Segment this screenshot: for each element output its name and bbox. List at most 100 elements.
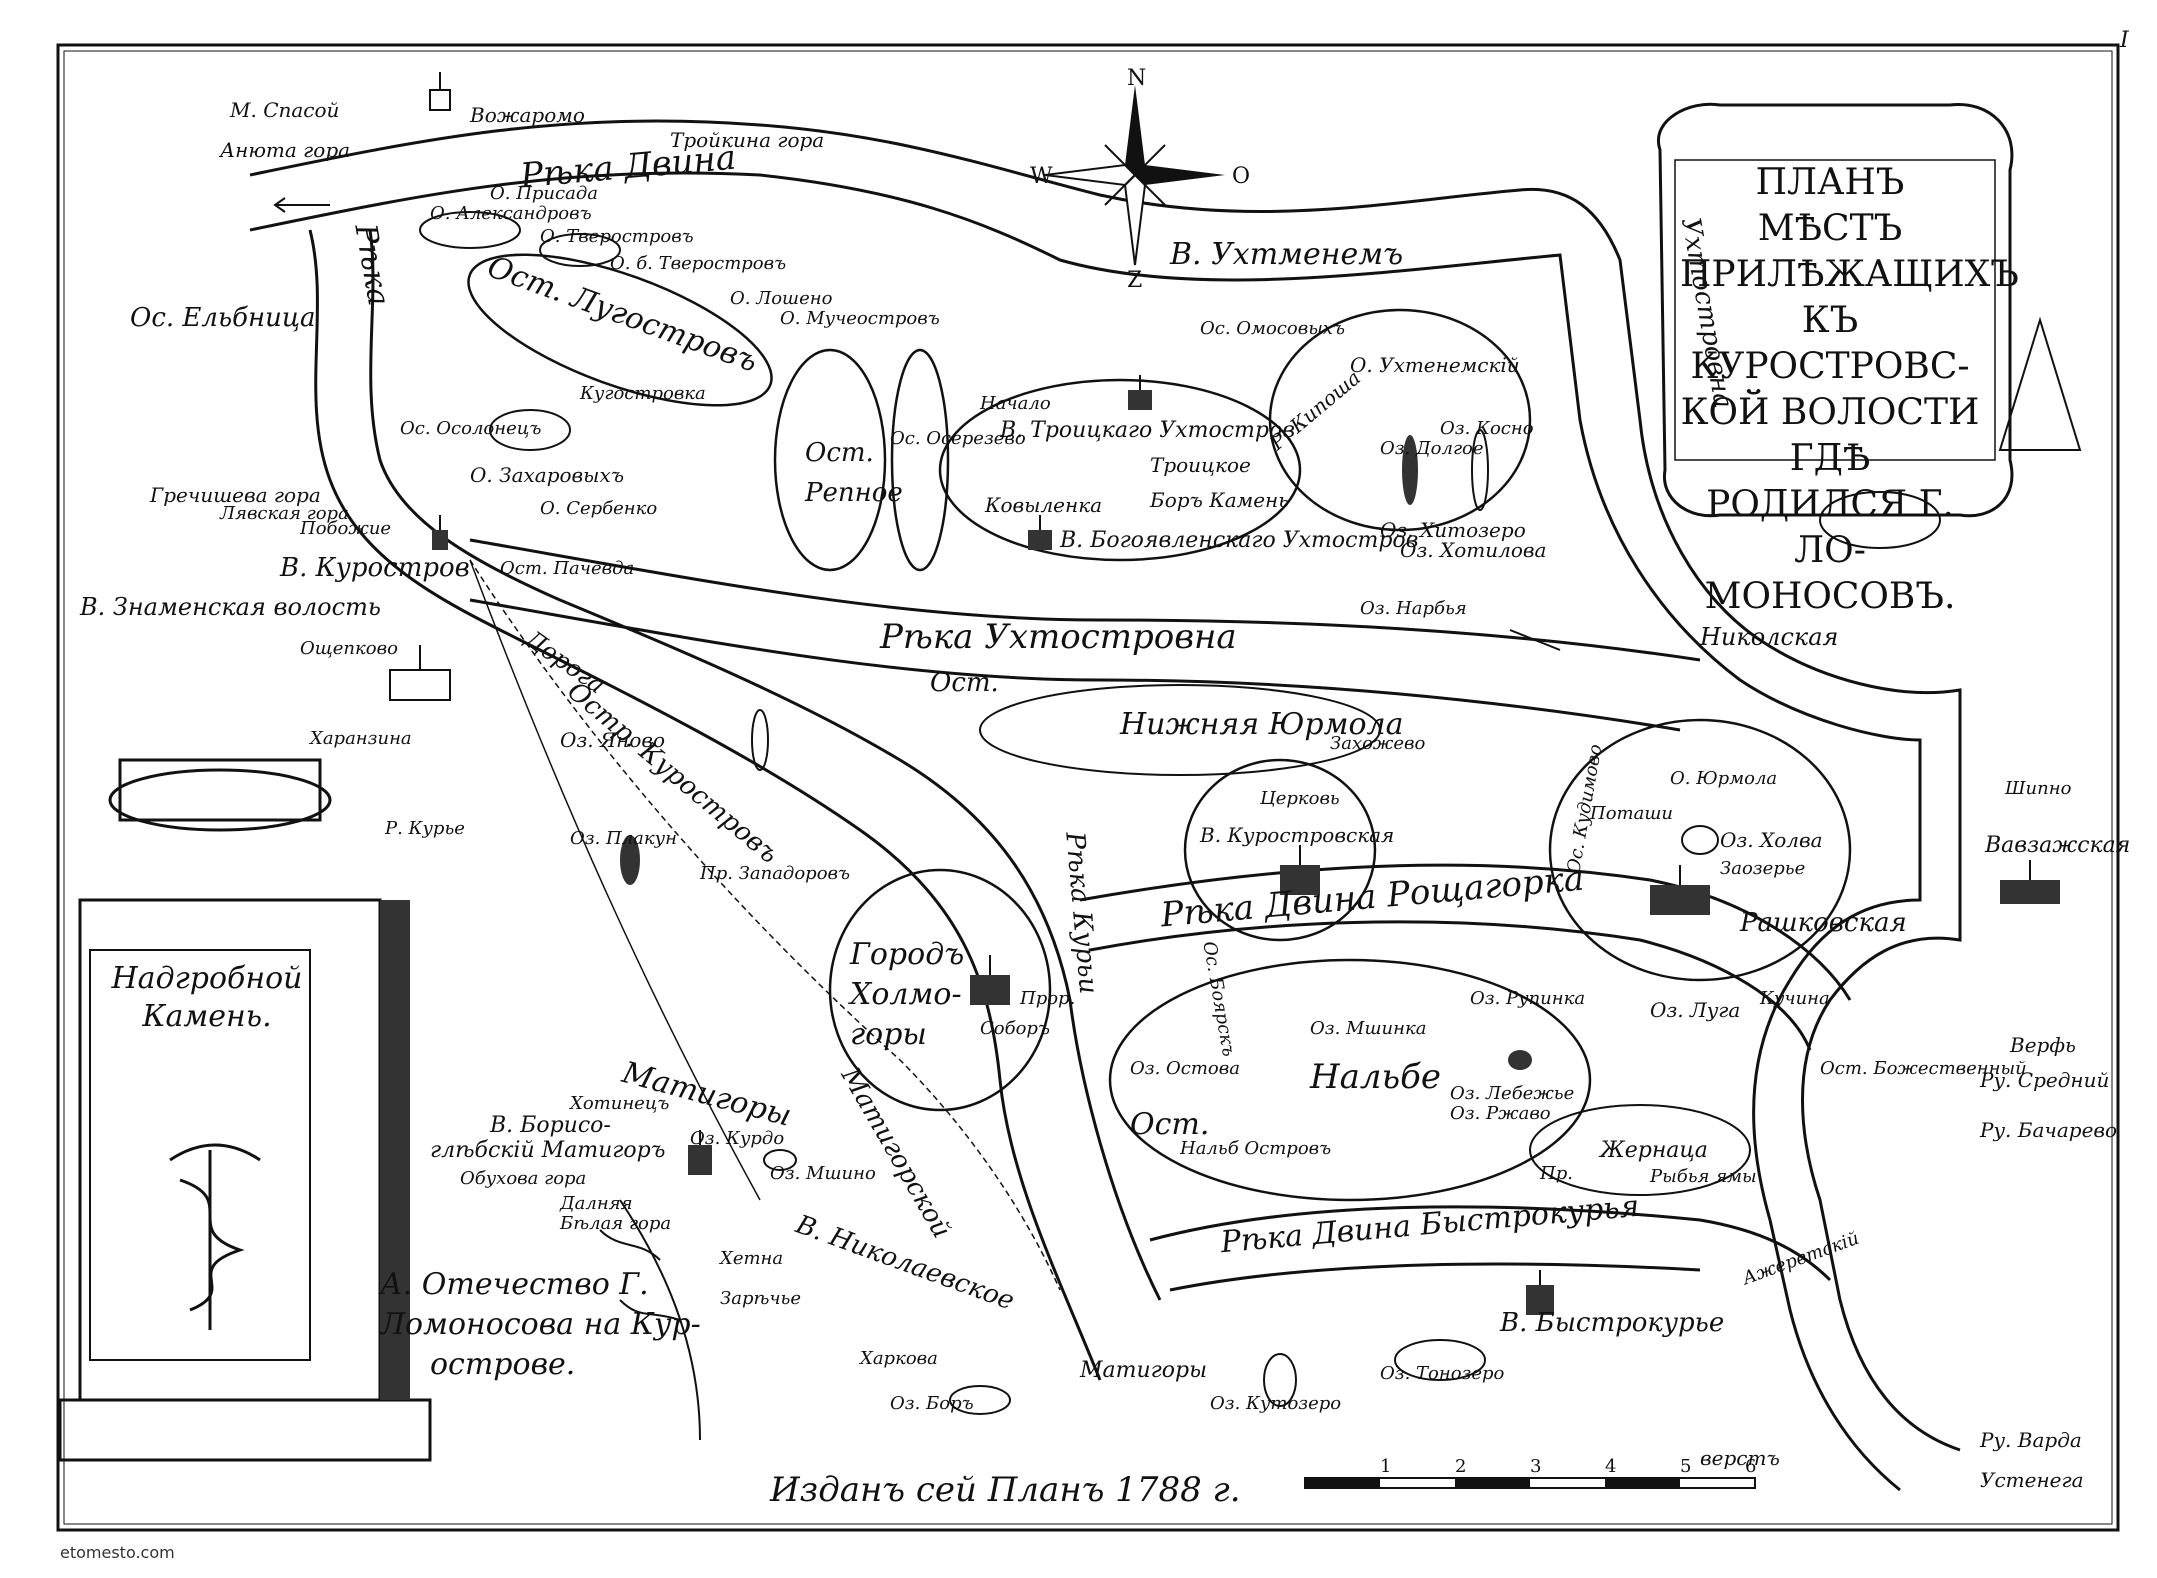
place-label: В. Знаменская волость <box>80 593 381 621</box>
place-label: Оз. Лебежье <box>1450 1083 1575 1104</box>
channel-ukhtostrov <box>469 538 1701 662</box>
place-label: Оз. Нарбья <box>1360 598 1467 619</box>
place-label: Оз. Тонозеро <box>1380 1363 1505 1384</box>
map-title: ПЛАНЪ МѢСТЪ ПРИЛѢЖАЩИХЪ КЪ КУРОСТРОВС- К… <box>1680 160 2019 620</box>
place-label: Оз. Хотилова <box>1400 538 1547 562</box>
place-label: глѣбскій Матигоръ <box>430 1138 666 1163</box>
legend-note-line-3: острове. <box>430 1347 576 1382</box>
church-borisogleb-icon <box>688 1130 712 1175</box>
ox-icon <box>1819 491 1941 549</box>
title-line-5: РОДИЛСЯ Г. ЛО- <box>1706 484 1954 571</box>
title-cartouche <box>1656 102 2014 518</box>
island-kurostrov <box>1183 758 1377 942</box>
place-label: Ру. Бачарево <box>1980 1118 2118 1142</box>
island-troitskiy <box>938 378 1302 562</box>
map-border <box>56 43 2120 1532</box>
place-label: О. б. Тверостровъ <box>610 253 787 274</box>
church-rashkovo-icon <box>1650 865 1710 915</box>
church-bogoyavl-icon <box>1028 515 1052 550</box>
place-label: Ос. Ельбница <box>130 303 316 333</box>
place-label: Тройкина гора <box>670 128 825 152</box>
church-spasoy-icon <box>429 72 451 111</box>
page-number: I <box>2120 28 2129 53</box>
place-label: Ос. Осолонецъ <box>400 418 542 439</box>
place-label: Ковыленка <box>985 493 1103 517</box>
compass-south-label: Z <box>1127 268 1143 293</box>
place-label: Верфь <box>2010 1033 2076 1057</box>
place-label: Ост. <box>930 668 999 698</box>
place-label: В. Троицкаго Ухтостров <box>1000 418 1296 443</box>
lake-rzhavo <box>1508 1050 1532 1070</box>
place-label: Оз. Долгое <box>1380 438 1484 459</box>
place-label: О. Александровъ <box>430 203 592 224</box>
compass-north-label: N <box>1127 66 1147 91</box>
scale-tick-6: 6 <box>1745 1456 1757 1477</box>
place-label: Матигоры <box>1080 1358 1208 1383</box>
flow-arrow-upper <box>273 197 330 213</box>
place-label: Соборъ <box>980 1018 1050 1039</box>
island-repnoe <box>773 348 887 572</box>
place-label: Лявская гора <box>220 503 349 524</box>
island-lugostrov <box>467 253 773 407</box>
church-oshchepkovo-icon <box>389 645 451 701</box>
place-label: Ост. <box>1130 1107 1210 1142</box>
place-label: В. Борисо- <box>490 1113 611 1138</box>
place-label: В. Куростровская <box>1200 823 1395 847</box>
island-tverostrov <box>539 233 621 267</box>
place-label: Нижняя Юрмола <box>1120 707 1404 742</box>
channel-bystrokurye-bank <box>1169 1262 1701 1292</box>
place-label: Обухова гора <box>460 1168 587 1189</box>
lake-kutozero <box>1263 1353 1297 1407</box>
island-oserezhevo <box>890 348 950 572</box>
channel-roschagorka-bank <box>1089 920 1812 1051</box>
title-line-1: ПЛАНЪ МѢСТЪ <box>1755 162 1905 249</box>
place-label: Боръ Камень <box>1150 488 1290 512</box>
place-label: О. Мучеостровъ <box>780 308 940 329</box>
island-rashkovo <box>1548 718 1852 982</box>
place-label: Рыбья ямы <box>1650 1166 1757 1187</box>
place-label: О. Ухтенемскій <box>1350 353 1520 377</box>
place-label: Далняя <box>560 1193 633 1214</box>
watermark: etomesto.com <box>60 1543 175 1562</box>
road-kholmogory <box>469 559 1061 1291</box>
place-label: Вожаромо <box>470 103 585 127</box>
tombstone-line-1: Надгробной <box>111 961 303 996</box>
place-label: М. Спасой <box>230 98 340 122</box>
lake-tonozero <box>1394 1339 1486 1381</box>
place-label: Поташи <box>1590 803 1673 824</box>
place-label: Вавзажская <box>1985 833 2131 858</box>
road-matigory <box>469 559 761 1201</box>
tombstone-label: Надгробной Камень. <box>92 960 322 1036</box>
river-dvina-west-bank <box>308 229 1102 1381</box>
place-label: Репное <box>805 478 903 508</box>
place-label: Побожие <box>300 518 392 539</box>
island-kholmogory <box>828 868 1052 1112</box>
island-zhernatsa <box>1529 1104 1751 1196</box>
foliage-ornament <box>599 1199 701 1441</box>
place-label: Ост. Божественный <box>1820 1058 2027 1079</box>
place-label: Жернаца <box>1600 1138 1708 1163</box>
fir-tree-icon <box>1998 316 2082 451</box>
place-label: Гречишева гора <box>150 483 321 507</box>
place-label: Р. Курье <box>385 818 465 839</box>
place-label: Оз. Кутозеро <box>1210 1393 1342 1414</box>
place-label: Оз. Луга <box>1650 998 1741 1022</box>
place-label: Оз. Яново <box>560 728 666 752</box>
place-label: Кучина <box>1760 988 1830 1009</box>
place-label: Хотинецъ <box>570 1093 670 1114</box>
lake-kholva <box>1681 825 1719 855</box>
place-label: Оз. Мшино <box>770 1163 876 1184</box>
place-label: Оз. Курдо <box>690 1128 785 1149</box>
lake-bor <box>949 1385 1011 1415</box>
place-label: Ост. <box>805 438 874 468</box>
place-label: Троицкое <box>1150 453 1251 477</box>
island-zakharov <box>489 409 571 451</box>
place-label: Холмо- <box>850 977 962 1012</box>
church-kurostrovskaya-icon <box>1280 845 1320 895</box>
place-label: Оз. Остова <box>1130 1058 1240 1079</box>
place-label: Оз. Ржаво <box>1450 1103 1551 1124</box>
channel-bystrokurye <box>1149 1205 1832 1282</box>
publication-note: Изданъ сей Планъ 1788 г. <box>770 1470 1241 1510</box>
place-label: О. Лошено <box>730 288 833 309</box>
